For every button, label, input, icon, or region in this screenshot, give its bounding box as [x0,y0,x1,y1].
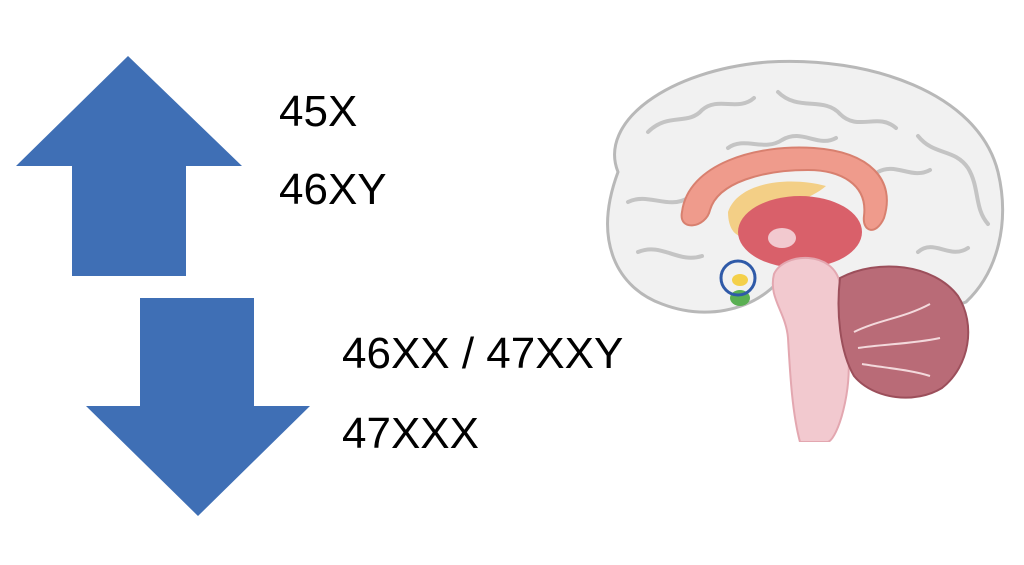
brain-sagittal-icon [606,59,1005,442]
label-46xy: 46XY [279,165,387,214]
arrow-down-icon [86,298,310,516]
corpus-callosum [680,146,888,231]
cerebellum [837,265,970,399]
arrow-up-icon [16,56,242,276]
label-45x: 45X [279,87,358,136]
thalamus [738,196,862,268]
hypothalamus-marker [719,259,757,297]
label-46xx-47xxy: 46XX / 47XXY [342,329,624,378]
brainstem [771,256,850,442]
label-47xxx: 47XXX [342,409,479,458]
